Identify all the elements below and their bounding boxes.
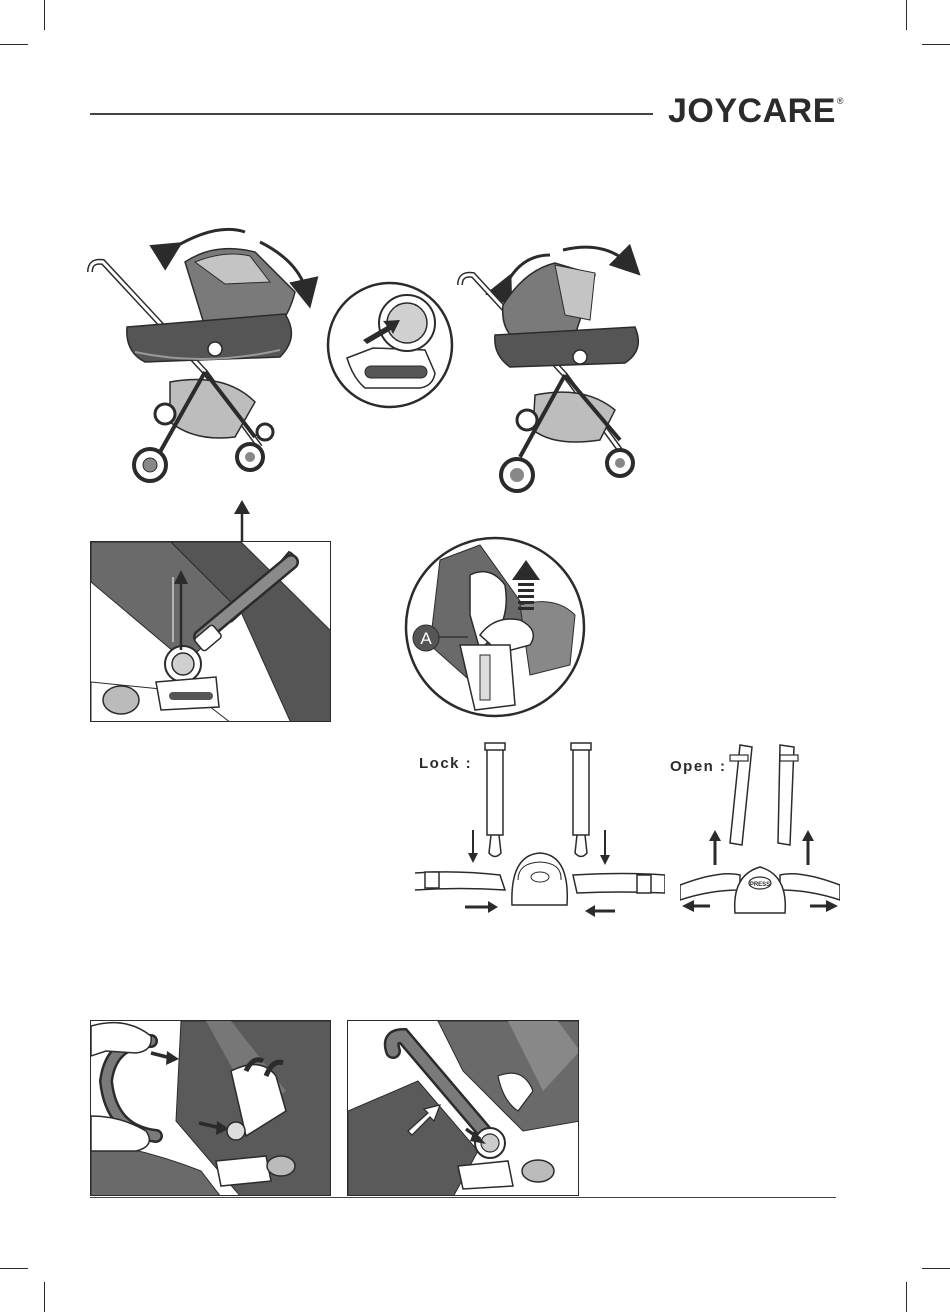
crop-mark: [44, 1282, 45, 1312]
figure-release-button-detail: [325, 278, 455, 413]
figure-bumper-bar-lift: [90, 541, 331, 722]
registered-mark: ®: [837, 96, 844, 106]
footer-rule: [90, 1197, 836, 1198]
crop-mark: [906, 1282, 907, 1312]
crop-mark: [0, 44, 28, 45]
figure-harness-open: PRESS: [680, 735, 840, 925]
crop-mark: [922, 1268, 950, 1269]
figure-bumper-bar-attach: [90, 1020, 331, 1196]
figure-stroller-carrycot-reversed: [455, 235, 650, 495]
marker-a-label: A: [420, 629, 432, 648]
brand-name: JOYCARE: [668, 92, 836, 130]
figure-bumper-bar-remove: [347, 1020, 579, 1196]
crop-mark: [906, 0, 907, 30]
figure-bumper-release-circle: A: [400, 535, 590, 720]
crop-mark: [0, 1268, 28, 1269]
brand-logo: JOYCARE®: [668, 92, 844, 131]
crop-mark: [922, 44, 950, 45]
figure-harness-lock: [415, 735, 665, 920]
figure-stroller-carrycot-forward: [85, 222, 325, 492]
header-rule: [90, 113, 653, 115]
buckle-text: PRESS: [750, 882, 770, 888]
crop-mark: [44, 0, 45, 30]
